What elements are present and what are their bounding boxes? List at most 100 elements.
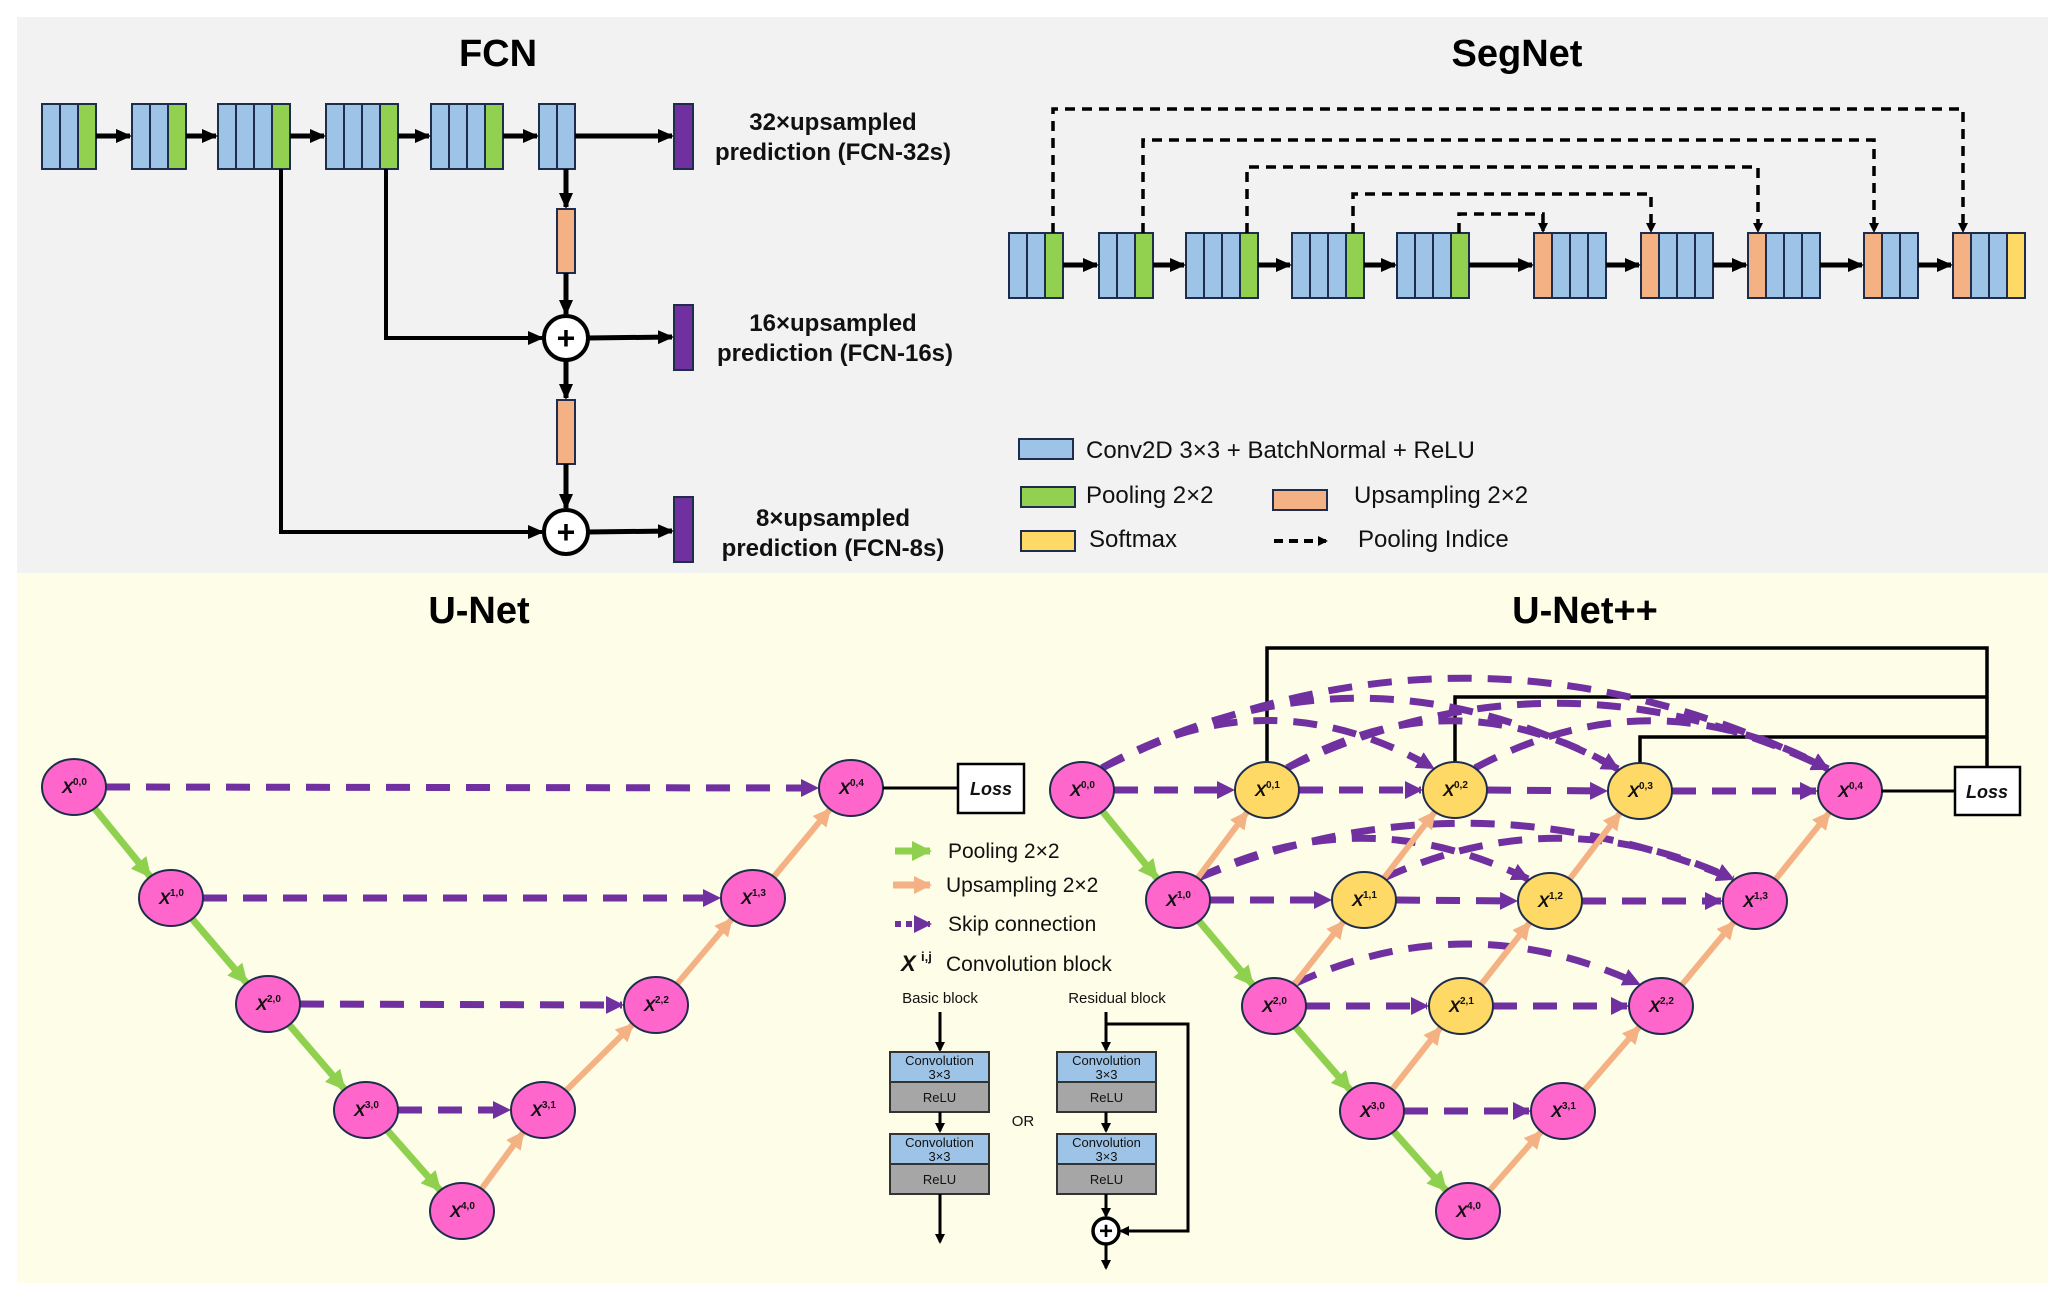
unetpp-loss-rect [1953, 765, 2022, 817]
fcn-encoder-block-layer [59, 103, 79, 170]
node-index: 3,1 [1562, 1101, 1576, 1112]
unetpp-upsampling-arrow [1486, 1129, 1544, 1194]
fcn-encoder-block [430, 103, 504, 170]
node-index: 1,0 [170, 888, 184, 899]
fcn-encoder-block [41, 103, 97, 170]
node-index: 2,0 [1273, 996, 1287, 1007]
conv-layer-rect [1056, 1051, 1157, 1083]
unet-loss-rect [956, 762, 1026, 815]
unetpp-skip-connection [1395, 891, 1518, 910]
unetpp-supervision-line [1453, 695, 1987, 762]
unet-loss-label: Loss [970, 779, 1012, 799]
residual-block-label: Residual block [1068, 990, 1166, 1007]
segnet-decoder-block-layer [1801, 232, 1821, 299]
node-index: 2,0 [267, 994, 281, 1005]
residual-shortcut [1106, 1022, 1190, 1236]
unet-loss-box: Loss [883, 762, 1026, 815]
legend-conv-label: Conv2D 3×3 + BatchNormal + ReLU [1086, 437, 1475, 464]
node-index: 2,2 [655, 995, 669, 1006]
fcn-encoder-block-layer [131, 103, 151, 170]
or-label: OR [1012, 1113, 1035, 1130]
unetpp-loss-box: Loss [1881, 765, 2022, 817]
segnet-decoder-block-layer [1569, 232, 1589, 299]
segnet-encoder-block-layer [1327, 232, 1347, 299]
fcn-skip-pool3 [279, 169, 544, 539]
legend-xij-superscript: i,j [921, 949, 932, 964]
fcn-prediction-bar [673, 304, 694, 371]
fcn-16s-arrow [587, 330, 674, 345]
node-ellipse [1435, 1182, 1501, 1240]
unetpp-upsampling-arrow [1291, 920, 1346, 988]
fcn-encoder-block-layer [556, 103, 576, 170]
unetpp-upsampling-arrow [1380, 810, 1437, 882]
segnet-encoder-block [1098, 232, 1154, 299]
fcn-encoder-block-layer [379, 103, 399, 170]
legend-conv-swatch [1018, 438, 1074, 460]
segnet-decoder-block-layer [1747, 232, 1767, 299]
conv-size-label: 3×3 [1095, 1067, 1117, 1082]
node-ellipse [1241, 977, 1307, 1035]
unet-upsampling-arrow [770, 807, 833, 880]
segnet-encoder-block-layer [1450, 232, 1470, 299]
segnet-decoder-block-layer [1551, 232, 1571, 299]
node-index: 0,4 [1849, 781, 1863, 792]
node-ellipse [333, 1081, 399, 1139]
segnet-decoder-block [1533, 232, 1607, 299]
legend-indice-label: Pooling Indice [1358, 526, 1509, 553]
node-index: 0,0 [1081, 780, 1095, 791]
segnet-decoder-block-layer [2006, 232, 2026, 299]
segnet-title: SegNet [1452, 33, 1583, 75]
fcn-encoder-block-layer [343, 103, 363, 170]
fcn-encoder-block-layer [466, 103, 486, 170]
segnet-encoder-block-layer [1116, 232, 1136, 299]
fcn-encoder-block-layer [430, 103, 450, 170]
node-index: 2,2 [1660, 996, 1674, 1007]
unetpp-pooling-arrow [1291, 1023, 1353, 1093]
relu-layer-rect [889, 1163, 990, 1195]
segnet-decoder-block [1863, 232, 1919, 299]
segnet-encoder-block [1008, 232, 1064, 299]
node-ellipse [510, 1081, 576, 1139]
segnet-encoder-block-layer [1203, 232, 1223, 299]
fcn-encoder-block-layer [271, 103, 291, 170]
conv-label: Convolution [905, 1053, 974, 1068]
unetpp-upsampling-arrow [1678, 920, 1736, 988]
unet-pooling-arrow [91, 805, 153, 879]
node-symbol: X [1550, 1102, 1564, 1121]
segnet-encoder-block-layer [1345, 232, 1365, 299]
segnet-decoder-block-layer [1899, 232, 1919, 299]
fcn-encoder-block-layer [448, 103, 468, 170]
segnet-decoder-block [1952, 232, 2026, 299]
segnet-encoder-block-layer [1414, 232, 1434, 299]
unetpp-upsampling-arrow [1194, 810, 1250, 881]
node-index: 1,3 [752, 888, 766, 899]
node-symbol: X [1165, 891, 1179, 910]
segnet-legend: Conv2D 3×3 + BatchNormal + ReLU Pooling … [1018, 437, 1528, 553]
node-ellipse [41, 758, 107, 816]
segnet-decoder-block-layer [1658, 232, 1678, 299]
fcn-encoder-block [325, 103, 399, 170]
relu-label: ReLU [923, 1172, 956, 1187]
node-index: 1,0 [1177, 890, 1191, 901]
node-index: 0,2 [1454, 780, 1468, 791]
legend-xij-symbol: X [899, 951, 917, 976]
segnet-encoder-block-layer [1221, 232, 1241, 299]
node-symbol: X [158, 889, 172, 908]
fcn-skip-pool4 [384, 169, 544, 345]
fcn-diagram: ++ [41, 103, 694, 563]
legend-skip-label: Skip connection [948, 913, 1096, 936]
node-index: 0,0 [73, 777, 87, 788]
node-symbol: X [838, 779, 852, 798]
segnet-encoder-block-layer [1309, 232, 1329, 299]
